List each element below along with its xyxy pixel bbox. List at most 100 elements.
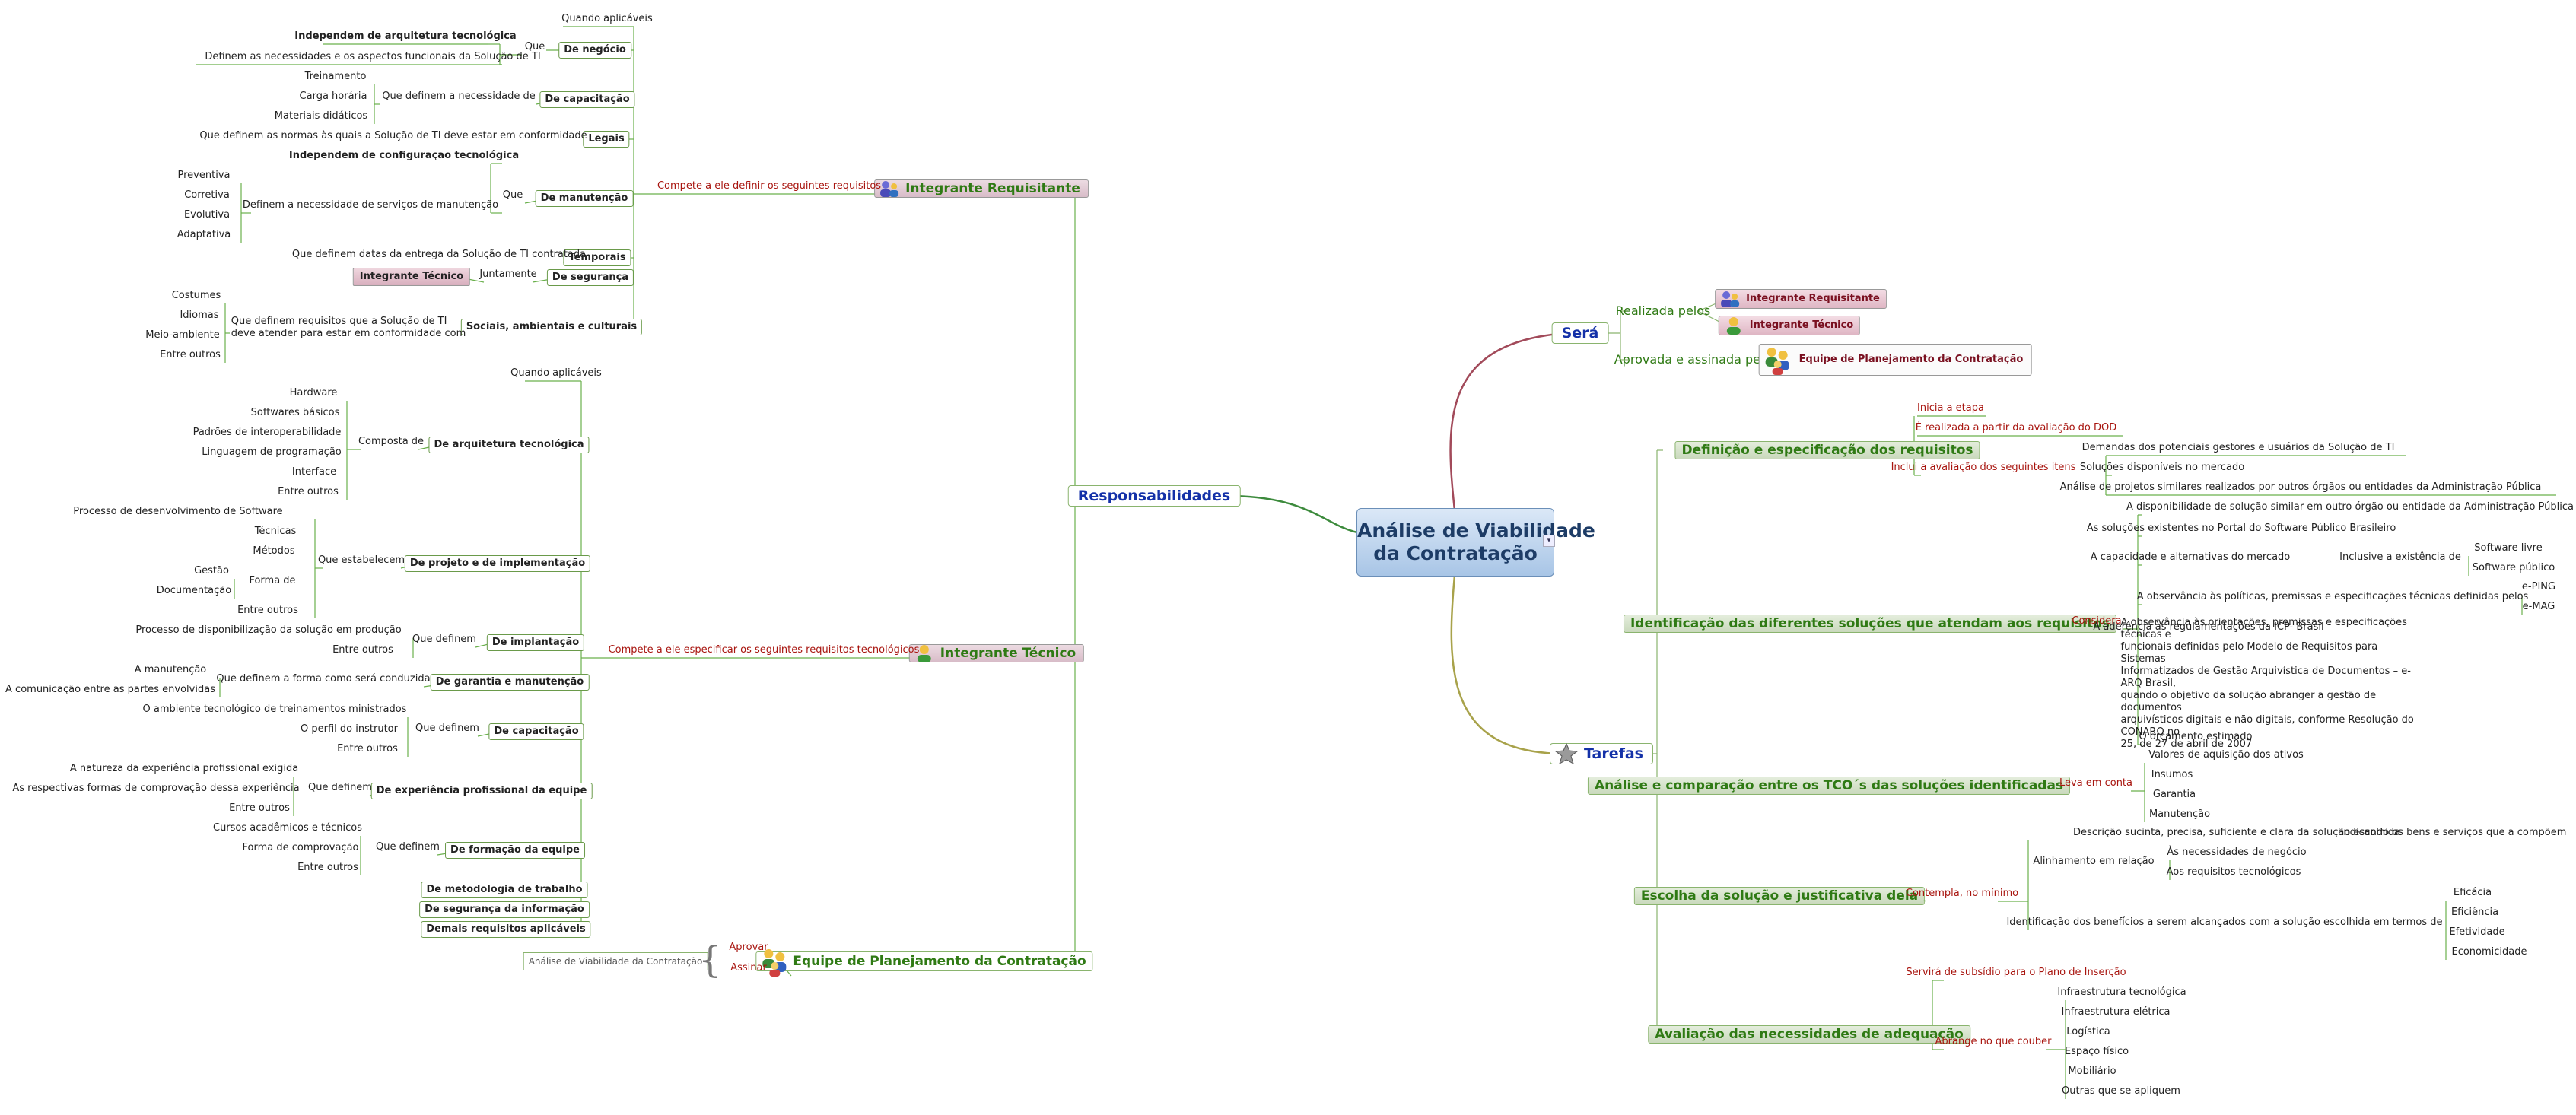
soc-item-2[interactable]: Meio-ambiente [145, 329, 220, 341]
t2-earq[interactable]: A observância às orientações, premissas … [2121, 617, 2425, 751]
integrante-tecnico-topic[interactable]: Integrante Técnico [908, 644, 1085, 662]
t3-valores[interactable]: Valores de aquisição dos ativos [2148, 749, 2304, 761]
documentacao[interactable]: Documentação [156, 585, 232, 596]
de-seguranca[interactable]: De segurança [546, 269, 634, 286]
entre-outros-2[interactable]: Entre outros [332, 644, 393, 656]
t2-sw-livre[interactable]: Software livre [2474, 542, 2543, 554]
de-seg-info[interactable]: De segurança da informação [419, 901, 590, 918]
filter-icon[interactable]: ▾ [1543, 535, 1555, 547]
tecnicas[interactable]: Técnicas [254, 526, 297, 537]
integrante-requisitante-topic[interactable]: Integrante Requisitante [874, 179, 1089, 198]
que-man[interactable]: Que [502, 189, 523, 201]
sera-equipe[interactable]: Equipe de Planejamento da Contratação [1758, 344, 2032, 376]
quando-aplicaveis-req[interactable]: Quando aplicáveis [561, 13, 653, 24]
de-implantacao[interactable]: De implantação [486, 634, 585, 651]
t3-title[interactable]: Análise e comparação entre os TCO´s das … [1587, 777, 2071, 795]
definem-serv[interactable]: Definem a necessidade de serviços de man… [242, 199, 499, 211]
t1-realizada[interactable]: É realizada a partir da avaliação do DOD [1915, 422, 2117, 434]
t3-item-0[interactable]: Insumos [2151, 769, 2193, 780]
de-garantia[interactable]: De garantia e manutenção [430, 674, 590, 691]
sociais-txt[interactable]: Que definem requisitos que a Solução de … [231, 316, 466, 340]
legais-txt[interactable]: Que definem as normas às quais a Solução… [199, 130, 587, 141]
ambiente[interactable]: O ambiente tecnológico de treinamentos m… [142, 704, 407, 715]
t5-item-3[interactable]: Espaço físico [2064, 1046, 2129, 1057]
t2-capacidade[interactable]: A capacidade e alternativas do mercado [2090, 551, 2291, 563]
cursos[interactable]: Cursos acadêmicos e técnicos [212, 822, 363, 834]
temporais[interactable]: Temporais [563, 249, 631, 266]
t2-inclusive[interactable]: Inclusive a existência de [2339, 551, 2461, 563]
de-arquitetura[interactable]: De arquitetura tecnológica [428, 437, 590, 453]
que-definem-4[interactable]: Que definem [376, 841, 440, 853]
soc-item-1[interactable]: Idiomas [180, 310, 219, 321]
compete-definir-label[interactable]: Compete a ele definir os seguintes requi… [657, 180, 882, 192]
arq-item-3[interactable]: Linguagem de programação [202, 446, 342, 458]
t2-title[interactable]: Identificação das diferentes soluções qu… [1623, 615, 2117, 633]
de-negocio[interactable]: De negócio [558, 42, 631, 59]
soc-item-3[interactable]: Entre outros [160, 349, 221, 361]
sera-int-req[interactable]: Integrante Requisitante [1715, 289, 1887, 309]
analise-doc-label[interactable]: Análise de Viabilidade da Contratação [523, 952, 708, 970]
t1-inicia[interactable]: Inicia a etapa [1917, 402, 1984, 414]
metodos[interactable]: Métodos [253, 545, 295, 557]
que-forma[interactable]: Que definem a forma como será conduzida [216, 673, 431, 685]
proc-sw[interactable]: Processo de desenvolvimento de Software [73, 506, 283, 517]
man-item-2[interactable]: Evolutiva [183, 209, 231, 221]
t5-item-2[interactable]: Logística [2066, 1026, 2110, 1037]
entre-outros-3[interactable]: Entre outros [337, 743, 398, 754]
que-neg[interactable]: Que [524, 41, 545, 52]
t2-icp[interactable]: A aderência às regulamentações da ICP- B… [2093, 621, 2324, 633]
que-definem-nec[interactable]: Que definem a necessidade de [382, 91, 536, 102]
t1-item-2[interactable]: Análise de projetos similares realizados… [2059, 481, 2542, 493]
natureza[interactable]: A natureza da experiência profissional e… [69, 763, 299, 774]
de-capacitacao-req[interactable]: De capacitação [539, 91, 635, 108]
t4-contempla[interactable]: Contempla, no mínimo [1905, 888, 2019, 899]
t2-disp[interactable]: A disponibilidade de solução similar em … [2126, 501, 2574, 513]
t2-portal[interactable]: As soluções existentes no Portal do Soft… [2086, 523, 2396, 534]
t4-ben-0[interactable]: Eficácia [2453, 887, 2492, 898]
composta-de[interactable]: Composta de [358, 436, 425, 447]
t3-item-2[interactable]: Manutenção [2148, 808, 2211, 820]
legais[interactable]: Legais [583, 131, 630, 148]
t5-item-1[interactable]: Infraestrutura elétrica [2061, 1006, 2171, 1018]
t2-emag[interactable]: e-MAG [2522, 601, 2555, 612]
t4-title[interactable]: Escolha da solução e justificativa dela [1633, 887, 1926, 905]
que-estabelecem[interactable]: Que estabelecem [317, 554, 405, 566]
t4-necessidades[interactable]: Às necessidades de negócio [2167, 847, 2307, 858]
de-metodologia[interactable]: De metodologia de trabalho [421, 882, 588, 898]
t3-item-1[interactable]: Garantia [2152, 789, 2196, 800]
realizada-pelos[interactable]: Realizada pelos [1615, 303, 1711, 318]
de-capacitacao-tec[interactable]: De capacitação [488, 723, 584, 740]
arq-item-5[interactable]: Entre outros [278, 486, 339, 497]
aprovada-pela[interactable]: Aprovada e assinada pela [1614, 352, 1772, 367]
t5-title[interactable]: Avaliação das necessidades de adequação [1648, 1025, 1970, 1044]
soc-item-0[interactable]: Costumes [171, 290, 221, 301]
equipe-topic[interactable]: Equipe de Planejamento da Contratação [755, 949, 1093, 977]
t2-observancia[interactable]: A observância às políticas, premissas e … [2136, 591, 2529, 602]
de-projeto[interactable]: De projeto e de implementação [404, 555, 591, 572]
t4-ben-2[interactable]: Efetividade [2449, 926, 2505, 938]
arq-item-0[interactable]: Hardware [289, 387, 338, 399]
t1-item-0[interactable]: Demandas dos potenciais gestores e usuár… [2081, 442, 2395, 453]
sera-topic[interactable]: Será [1551, 322, 1609, 344]
tarefas-topic[interactable]: Tarefas [1550, 742, 1653, 765]
forma-de[interactable]: Forma de [249, 575, 296, 586]
sera-int-tec[interactable]: Integrante Técnico [1718, 316, 1861, 335]
a-comunicacao[interactable]: A comunicação entre as partes envolvidas [5, 684, 215, 695]
quando-aplicaveis-tec[interactable]: Quando aplicáveis [510, 367, 602, 379]
t2-eping[interactable]: e-PING [2521, 581, 2556, 592]
arq-item-1[interactable]: Softwares básicos [250, 407, 340, 418]
cap-item-0[interactable]: Treinamento [304, 71, 367, 82]
t4-ben-3[interactable]: Economicidade [2451, 946, 2527, 958]
arq-item-4[interactable]: Interface [291, 466, 337, 478]
t1-item-1[interactable]: Soluções disponíveis no mercado [2079, 462, 2245, 473]
t5-item-0[interactable]: Infraestrutura tecnológica [2057, 986, 2186, 998]
forma-comp[interactable]: Forma de comprovação [242, 842, 359, 853]
arq-item-2[interactable]: Padrões de interoperabilidade [192, 427, 342, 438]
demais-req[interactable]: Demais requisitos aplicáveis [421, 921, 591, 938]
t5-servira[interactable]: Servirá de subsídio para o Plano de Inse… [1906, 967, 2126, 978]
cap-item-2[interactable]: Materiais didáticos [274, 110, 368, 122]
t1-title[interactable]: Definição e especificação dos requisitos [1674, 441, 1980, 459]
proc-disp[interactable]: Processo de disponibilização da solução … [135, 624, 402, 636]
compete-especificar-label[interactable]: Compete a ele especificar os seguintes r… [608, 644, 920, 656]
t4-alinhamento[interactable]: Alinhamento em relação [2033, 856, 2155, 867]
